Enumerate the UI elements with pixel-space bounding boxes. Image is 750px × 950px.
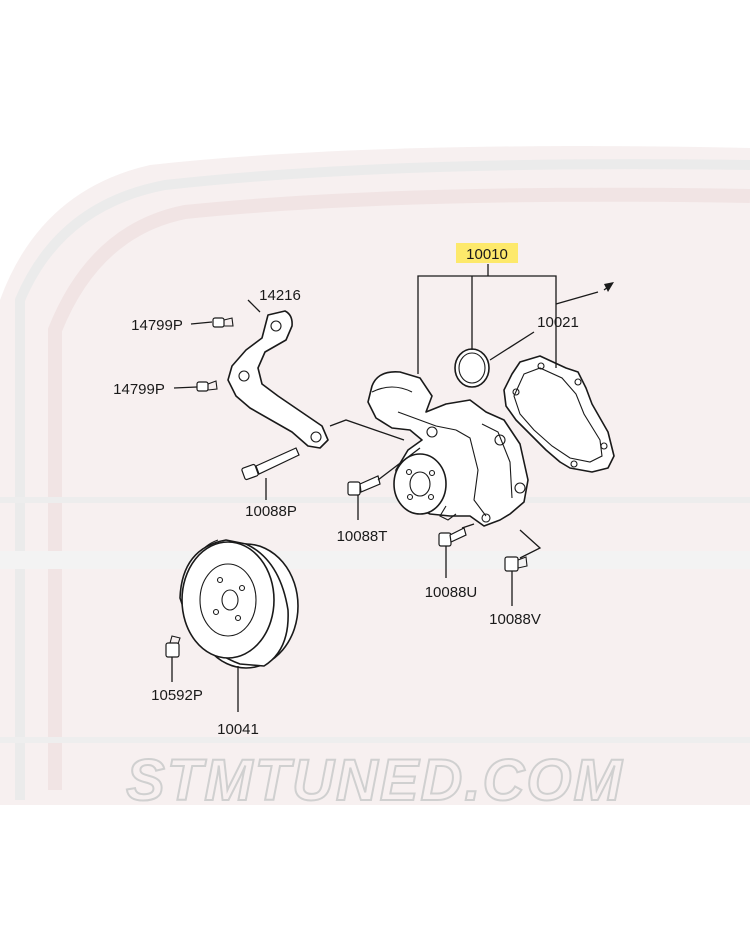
bolt-10088p	[241, 447, 300, 481]
bolt-14799p-lower	[196, 380, 218, 392]
water-pump	[367, 370, 529, 527]
o-ring	[454, 348, 490, 388]
label-14799p-lower: 14799P	[113, 381, 165, 398]
label-10021: 10021	[537, 314, 579, 331]
label-14799p-upper: 14799P	[131, 317, 183, 334]
watermark-text: STMTUNED.COM	[126, 748, 624, 813]
bolt-10088v	[504, 556, 528, 572]
part-labels: 10010 10021 14216 14799P 14799P 10088P 1…	[113, 246, 579, 738]
bolt-14799p-upper	[212, 317, 234, 328]
gasket-10021	[503, 355, 615, 473]
pulley-10041	[179, 539, 299, 669]
label-10088p: 10088P	[245, 503, 297, 520]
label-10088t: 10088T	[337, 528, 388, 545]
watermark-logo: STMTUNED.COM	[0, 146, 750, 814]
arrow-icon	[604, 282, 614, 292]
leader-lines	[171, 264, 614, 712]
label-10088u: 10088U	[425, 584, 478, 601]
label-14216: 14216	[259, 287, 301, 304]
bracket-14216	[227, 310, 329, 449]
label-10041: 10041	[217, 721, 259, 738]
highlight-10010	[456, 243, 518, 263]
bolt-10088t	[347, 475, 381, 496]
label-10592p: 10592P	[151, 687, 203, 704]
bolt-10088u	[438, 527, 467, 547]
label-10010: 10010	[466, 246, 508, 263]
label-10088v: 10088V	[489, 611, 541, 628]
